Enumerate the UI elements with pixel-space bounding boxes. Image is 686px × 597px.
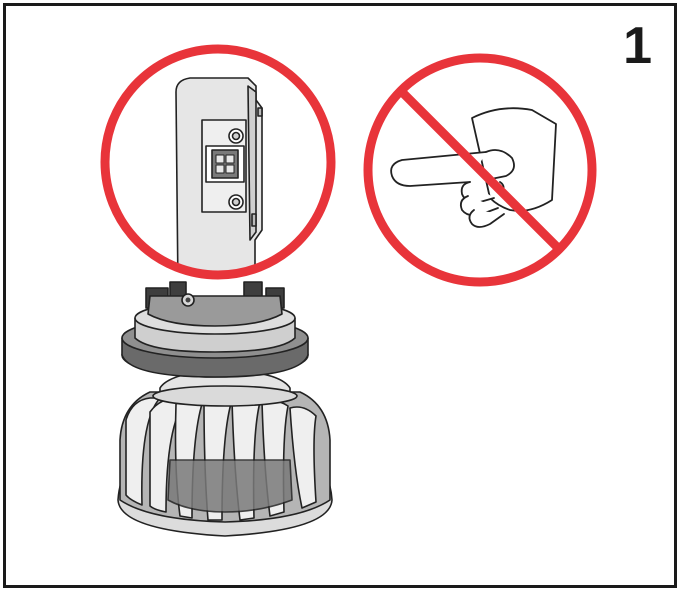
led-chip xyxy=(206,146,244,182)
no-touch-prohibition-icon xyxy=(368,58,592,282)
led-bulb xyxy=(118,282,332,536)
heatsink-top-ring xyxy=(153,386,297,406)
bayonet-ring xyxy=(148,296,282,326)
driver-housing xyxy=(168,460,292,512)
magnified-led-chip-circle xyxy=(105,49,331,290)
